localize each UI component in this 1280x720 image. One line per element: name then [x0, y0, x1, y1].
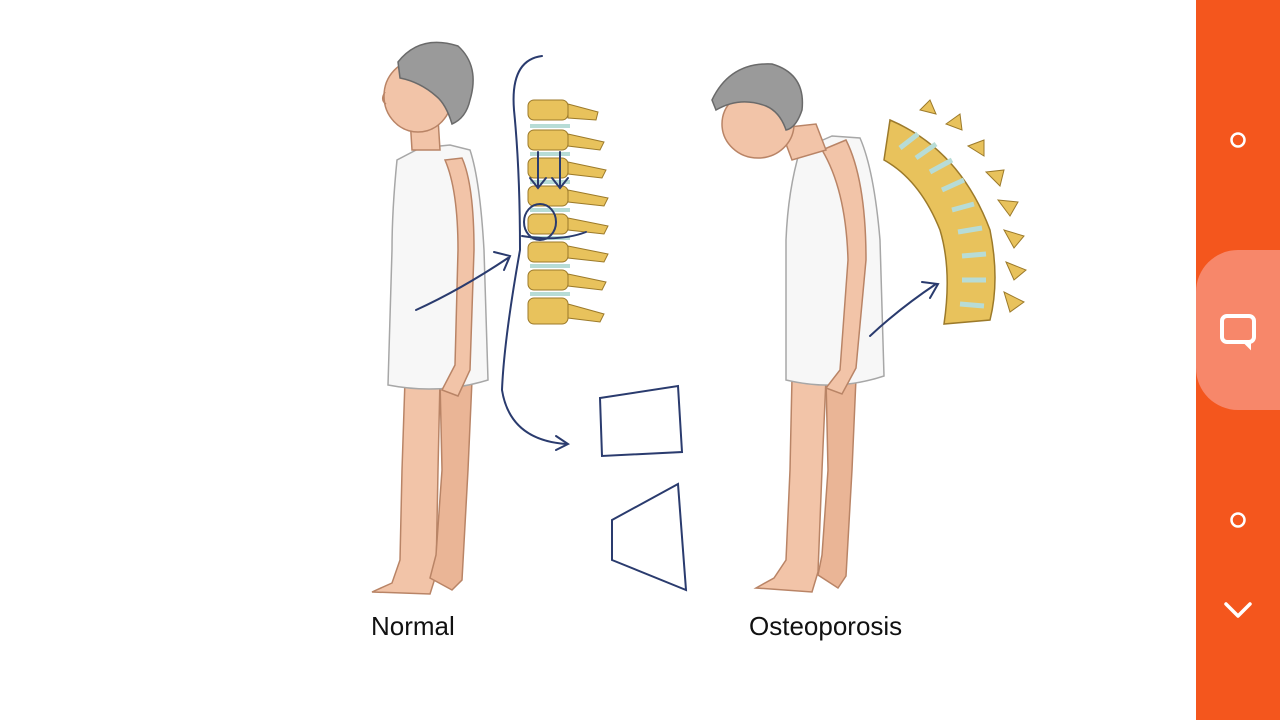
chat-button[interactable]: [1196, 250, 1280, 410]
chevron-down-icon: [1224, 602, 1252, 618]
osteoporosis-caption: Osteoporosis: [749, 611, 903, 641]
collapse-button[interactable]: [1196, 588, 1280, 632]
floating-sidebar: [1196, 0, 1280, 720]
circle-icon: [1230, 512, 1246, 528]
illustration-canvas: Normal Osteoporosis: [371, 41, 1027, 641]
chat-bubble-icon: [1220, 314, 1256, 351]
osteoporosis-spine: [883, 99, 1027, 325]
bottom-circle-button[interactable]: [1196, 498, 1280, 542]
chat-button-highlight: [1196, 250, 1280, 410]
ink-annotations: [415, 55, 940, 592]
top-circle-button[interactable]: [1196, 118, 1280, 162]
osteoporosis-figure: [711, 63, 885, 593]
normal-caption: Normal: [371, 611, 455, 641]
normal-spine: [527, 99, 609, 325]
circle-icon: [1230, 132, 1246, 148]
spine-diagram: [371, 41, 1027, 595]
normal-figure: [371, 41, 489, 595]
